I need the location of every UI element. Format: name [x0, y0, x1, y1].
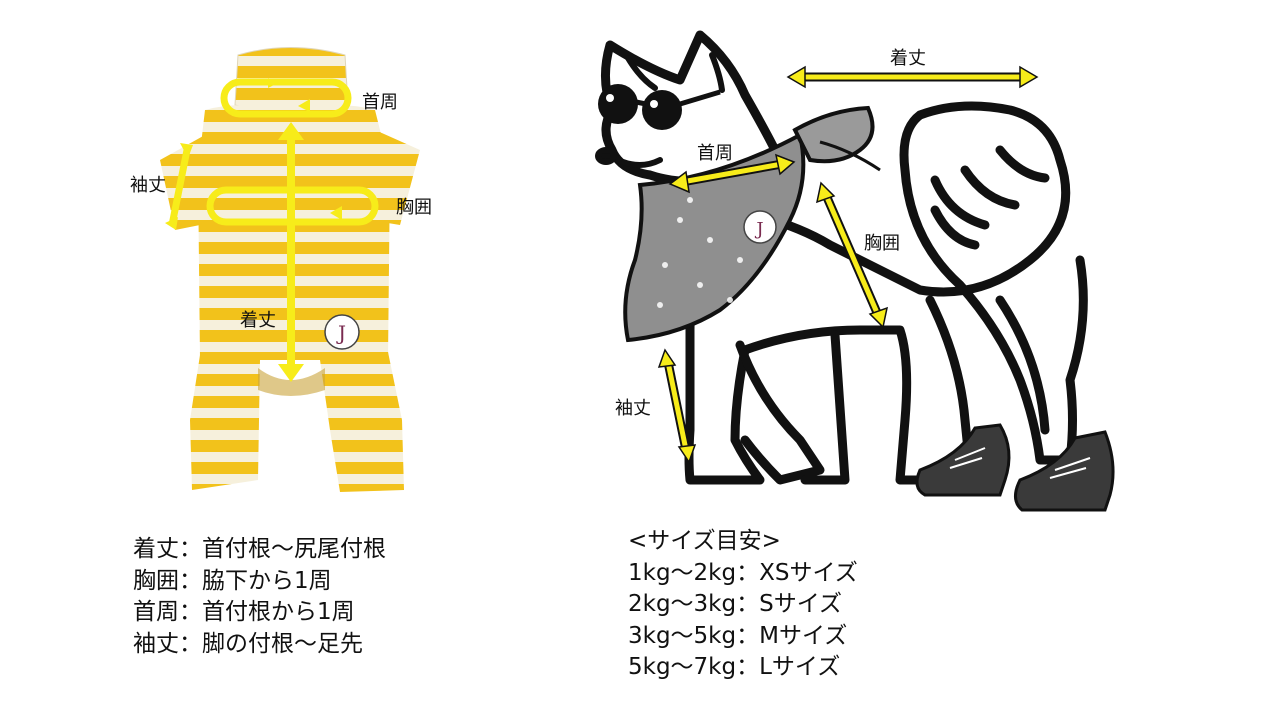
- size-separator: ：: [736, 559, 760, 586]
- dog-neck-label: 首周: [697, 143, 733, 164]
- size-separator: ：: [736, 654, 760, 680]
- size-guide-title: <サイズ目安>: [628, 528, 781, 554]
- legend-row: 首周：首付根から1周: [133, 597, 386, 629]
- svg-text:J: J: [336, 321, 346, 345]
- legend-description: 脚の付根～足先: [202, 630, 363, 657]
- legend-separator: ：: [179, 599, 202, 625]
- bandana-icon: J: [623, 105, 881, 343]
- legend-separator: ：: [179, 536, 202, 562]
- sunglasses-icon: [598, 84, 721, 130]
- legend-term: 胸囲: [133, 567, 179, 594]
- dog-sleeve-label: 袖丈: [615, 398, 651, 419]
- size-weight: 5kg～7kg: [628, 654, 737, 680]
- garment-chest-label: 胸囲: [396, 197, 432, 218]
- size-label: Lサイズ: [759, 654, 841, 680]
- legend-row: 袖丈：脚の付根～足先: [133, 629, 386, 661]
- legend-term: 首周: [133, 599, 179, 625]
- garment-length-label: 着丈: [240, 310, 276, 331]
- svg-text:J: J: [754, 219, 763, 240]
- legend-term: 袖丈: [133, 630, 179, 657]
- measurement-legend: 着丈：首付根～尻尾付根 胸囲：脇下から1周 首周：首付根から1周 袖丈：脚の付根…: [133, 534, 386, 660]
- legend-row: 着丈：首付根～尻尾付根: [133, 534, 386, 566]
- garment-arrows: [165, 78, 379, 382]
- dog-length-label: 着丈: [890, 48, 926, 69]
- size-weight: 2kg～3kg: [628, 591, 737, 617]
- legend-term: 着丈: [133, 536, 179, 562]
- legend-separator: ：: [179, 630, 202, 657]
- size-weight: 1kg～2kg: [628, 559, 737, 586]
- garment-neck-label: 首周: [362, 92, 398, 113]
- dog-chest-label: 胸囲: [864, 233, 900, 254]
- garment-sleeve-label: 袖丈: [130, 175, 166, 196]
- dog-arrows: [657, 65, 1039, 464]
- legend-description: 脇下から1周: [202, 567, 332, 594]
- size-row: 1kg～2kg：XSサイズ: [628, 558, 858, 590]
- legend-row: 胸囲：脇下から1周: [133, 566, 386, 598]
- size-separator: ：: [736, 622, 760, 649]
- size-row: 5kg～7kg：Lサイズ: [628, 652, 858, 684]
- legend-separator: ：: [179, 567, 202, 594]
- brand-logo: J: [324, 314, 360, 350]
- size-weight: 3kg～5kg: [628, 622, 737, 649]
- size-label: Mサイズ: [759, 622, 848, 649]
- size-row: 2kg～3kg：Sサイズ: [628, 589, 858, 621]
- size-label: XSサイズ: [759, 559, 858, 586]
- size-row: 3kg～5kg：Mサイズ: [628, 621, 858, 653]
- legend-description: 首付根～尻尾付根: [202, 536, 386, 562]
- sneaker-icon: [915, 423, 1115, 512]
- size-label: Sサイズ: [759, 591, 843, 617]
- legend-description: 首付根から1周: [202, 599, 355, 625]
- dog-outline: [600, 30, 1088, 485]
- dog-face: [595, 147, 663, 168]
- size-guide: <サイズ目安> 1kg～2kg：XSサイズ 2kg～3kg：Sサイズ 3kg～5…: [628, 526, 858, 684]
- size-separator: ：: [736, 591, 760, 617]
